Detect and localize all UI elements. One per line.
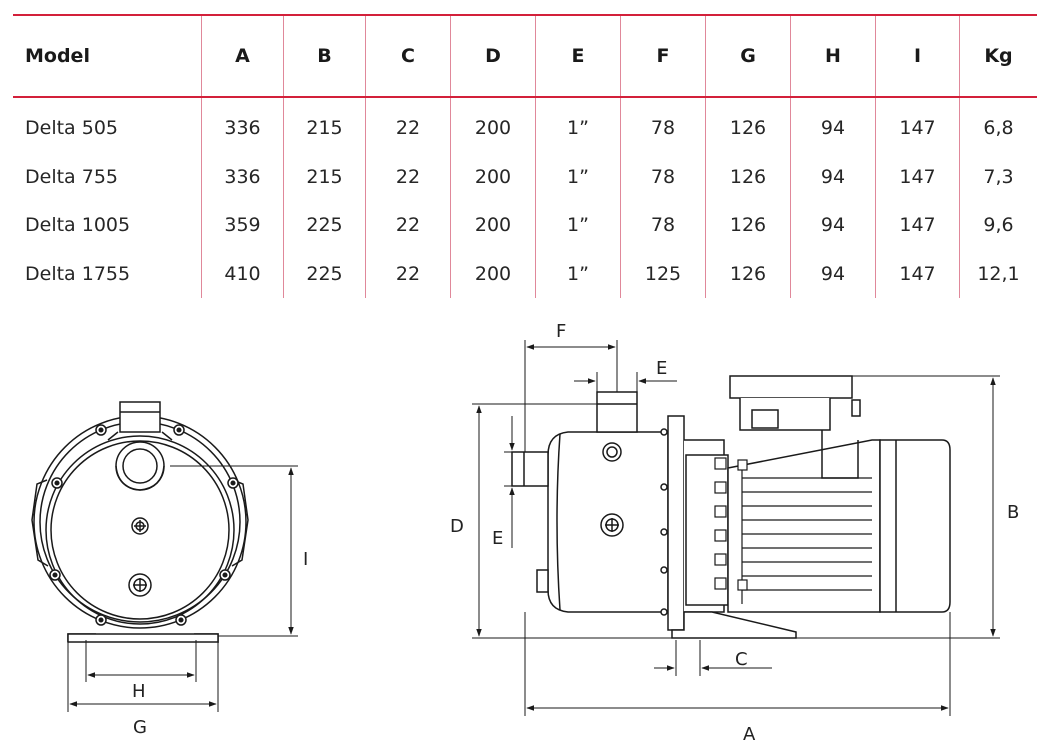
dimensions-table: Model A B C D E F G H I Kg Delta 505 336… — [13, 14, 1037, 298]
dim-label-a: A — [743, 724, 756, 743]
dim-label-d: D — [450, 516, 464, 537]
header-b: B — [283, 14, 366, 98]
cell-d: 200 — [450, 152, 536, 201]
cell-c: 22 — [365, 97, 451, 153]
cell-h: 94 — [790, 249, 876, 298]
cell-f: 78 — [620, 152, 706, 201]
cell-e: 1” — [535, 97, 621, 153]
header-f: F — [620, 14, 706, 98]
table-row: Delta 505 336 215 22 200 1” 78 126 94 14… — [13, 97, 1037, 153]
header-h: H — [790, 14, 876, 98]
header-d: D — [450, 14, 536, 98]
cell-c: 22 — [365, 201, 451, 250]
cell-g: 126 — [705, 152, 791, 201]
cell-model: Delta 1755 — [25, 262, 131, 285]
cell-g: 126 — [705, 201, 791, 250]
cell-a: 336 — [201, 97, 284, 153]
pump-side-view — [511, 375, 951, 639]
cell-i: 147 — [875, 201, 960, 250]
cell-i: 147 — [875, 97, 960, 153]
cell-kg: 9,6 — [959, 201, 1037, 250]
dim-label-i: I — [303, 549, 308, 570]
cell-model: Delta 755 — [25, 165, 118, 188]
cell-kg: 12,1 — [959, 249, 1037, 298]
cell-e: 1” — [535, 201, 621, 250]
header-model: Model — [13, 14, 202, 98]
cell-kg: 6,8 — [959, 97, 1037, 153]
cell-b: 225 — [283, 249, 366, 298]
cell-a: 336 — [201, 152, 284, 201]
table-row: Delta 1755 410 225 22 200 1” 125 126 94 … — [13, 249, 1037, 298]
cell-d: 200 — [450, 201, 536, 250]
cell-h: 94 — [790, 152, 876, 201]
dim-label-e-side: E — [492, 528, 503, 549]
cell-model: Delta 1005 — [25, 214, 131, 237]
cell-h: 94 — [790, 201, 876, 250]
front-view-dimensions — [67, 465, 298, 712]
table-row: Delta 1005 359 225 22 200 1” 78 126 94 1… — [13, 201, 1037, 250]
cell-h: 94 — [790, 97, 876, 153]
cell-f: 125 — [620, 249, 706, 298]
cell-i: 147 — [875, 249, 960, 298]
header-c: C — [365, 14, 451, 98]
cell-e: 1” — [535, 152, 621, 201]
cell-b: 215 — [283, 97, 366, 153]
dim-label-h: H — [132, 681, 146, 702]
dim-label-b: B — [1007, 502, 1019, 523]
cell-a: 359 — [201, 201, 284, 250]
table-header-row: Model A B C D E F G H I Kg — [13, 14, 1037, 98]
cell-a: 410 — [201, 249, 284, 298]
flange-bolts — [49, 424, 239, 626]
dim-label-f: F — [556, 321, 566, 342]
side-view-dimensions — [472, 340, 1000, 716]
header-a: A — [201, 14, 284, 98]
table-row: Delta 755 336 215 22 200 1” 78 126 94 14… — [13, 152, 1037, 201]
cell-f: 78 — [620, 97, 706, 153]
header-i: I — [875, 14, 960, 98]
cell-b: 215 — [283, 152, 366, 201]
cell-i: 147 — [875, 152, 960, 201]
cell-d: 200 — [450, 97, 536, 153]
header-kg: Kg — [959, 14, 1037, 98]
cell-g: 126 — [705, 97, 791, 153]
header-e: E — [535, 14, 621, 98]
cell-b: 225 — [283, 201, 366, 250]
cell-g: 126 — [705, 249, 791, 298]
dim-label-c: C — [735, 649, 748, 670]
cell-c: 22 — [365, 152, 451, 201]
cell-d: 200 — [450, 249, 536, 298]
cell-kg: 7,3 — [959, 152, 1037, 201]
cell-model: Delta 505 — [25, 117, 118, 140]
dim-label-g: G — [133, 717, 147, 738]
pump-front-view — [31, 401, 249, 644]
cell-e: 1” — [535, 249, 621, 298]
cell-f: 78 — [620, 201, 706, 250]
header-g: G — [705, 14, 791, 98]
cell-c: 22 — [365, 249, 451, 298]
dim-label-e-top: E — [656, 358, 667, 379]
